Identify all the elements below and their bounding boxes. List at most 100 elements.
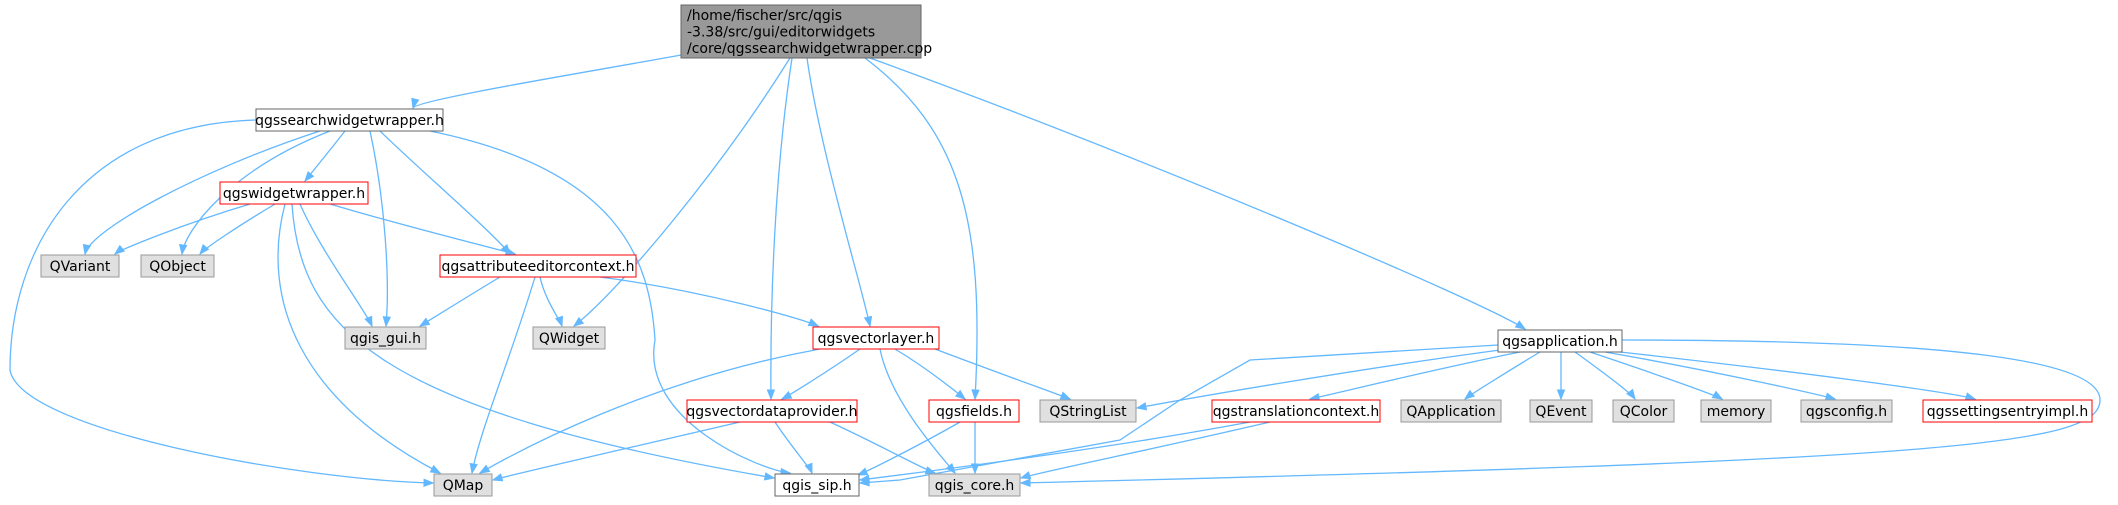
node-qmap[interactable]: QMap bbox=[433, 473, 493, 497]
arrowhead bbox=[766, 389, 776, 401]
node-label: qgssettingsentryimpl.h bbox=[1927, 404, 2089, 420]
arrowhead bbox=[780, 390, 793, 400]
node-qgis-core-h[interactable]: qgis_core.h bbox=[928, 473, 1021, 497]
node-label: qgis_gui.h bbox=[350, 331, 421, 347]
node-qgsconfig-h[interactable]: qgsconfig.h bbox=[1800, 399, 1893, 423]
edge-qgsattributeeditorcontext_h-to-qwidget bbox=[539, 276, 564, 328]
edge-qgssearchwidgetwrapper_h-to-qgswidgetwrapper_h bbox=[304, 130, 346, 183]
node-box bbox=[1039, 399, 1137, 423]
node-label: qgis_core.h bbox=[935, 478, 1015, 494]
arrowhead bbox=[1135, 402, 1148, 411]
edge-root-to-qgsapplication_h bbox=[869, 57, 1527, 330]
arrowhead bbox=[1019, 471, 1032, 480]
arrowhead bbox=[1059, 391, 1072, 400]
node-label: /core/qgssearchwidgetwrapper.cpp bbox=[687, 41, 932, 57]
node-label: qgsvectordataprovider.h bbox=[686, 404, 857, 420]
edge-qgsattributeeditorcontext_h-to-qgsvectorlayer_h bbox=[599, 276, 820, 327]
node-qwidget[interactable]: QWidget bbox=[532, 326, 606, 350]
node-box bbox=[1529, 399, 1593, 423]
arrowhead bbox=[469, 462, 478, 475]
node-box bbox=[433, 473, 493, 497]
node-box bbox=[774, 473, 860, 497]
node-label: QEvent bbox=[1535, 404, 1587, 420]
node-box bbox=[928, 473, 1021, 497]
arrowhead bbox=[178, 244, 188, 256]
edge-qgsapplication_h-to-qstringlist bbox=[1135, 349, 1501, 411]
arrowhead bbox=[1964, 392, 1977, 401]
edge-qgsapplication_h-to-qgstranslationcontext_h bbox=[1308, 351, 1521, 402]
arrowhead bbox=[807, 318, 820, 327]
node-root[interactable]: /home/fischer/src/qgis-3.38/src/gui/edit… bbox=[680, 4, 932, 59]
arrowhead bbox=[554, 315, 564, 328]
node-box bbox=[1612, 399, 1675, 423]
node-memory[interactable]: memory bbox=[1700, 399, 1772, 423]
node-label: qgsattributeeditorcontext.h bbox=[441, 259, 634, 275]
arrowhead bbox=[304, 170, 315, 183]
node-box bbox=[686, 399, 858, 423]
node-qcolor[interactable]: QColor bbox=[1612, 399, 1675, 423]
node-label: QColor bbox=[1620, 404, 1668, 420]
node-qgsattributeeditorcontext-h[interactable]: qgsattributeeditorcontext.h bbox=[439, 254, 637, 278]
node-box bbox=[255, 108, 444, 132]
node-qgsapplication-h[interactable]: qgsapplication.h bbox=[1497, 329, 1623, 353]
arrowhead bbox=[804, 462, 813, 475]
edge-root-to-qgsfields_h bbox=[864, 57, 980, 401]
node-qvariant[interactable]: QVariant bbox=[40, 254, 120, 278]
edge-qgsvectorlayer_h-to-qgsfields_h bbox=[894, 348, 967, 400]
node-box bbox=[680, 4, 922, 59]
node-qgsvectordataprovider-h[interactable]: qgsvectordataprovider.h bbox=[686, 399, 858, 423]
node-box bbox=[928, 399, 1020, 423]
arrowhead bbox=[863, 315, 873, 328]
node-qgstranslationcontext-h[interactable]: qgstranslationcontext.h bbox=[1211, 399, 1381, 423]
node-label: qgstranslationcontext.h bbox=[1213, 404, 1379, 420]
node-box bbox=[140, 254, 215, 278]
node-label: qgsconfig.h bbox=[1806, 404, 1887, 420]
node-qgis-sip-h[interactable]: qgis_sip.h bbox=[774, 473, 860, 497]
node-qgssearchwidgetwrapper-h[interactable]: qgssearchwidgetwrapper.h bbox=[255, 108, 444, 132]
edge-qgsvectordataprovider_h-to-qgis_core_h bbox=[829, 421, 937, 475]
node-label: QObject bbox=[149, 259, 206, 275]
node-qapplication[interactable]: QApplication bbox=[1400, 399, 1502, 423]
node-qobject[interactable]: QObject bbox=[140, 254, 215, 278]
edge-qgsfields_h-to-qgis_sip_h bbox=[856, 421, 961, 476]
edge-qgsapplication_h-to-qgssettingsentryimpl_h bbox=[1619, 351, 1977, 401]
arrowhead bbox=[1019, 478, 1031, 487]
arrowhead bbox=[1626, 388, 1636, 401]
node-qevent[interactable]: QEvent bbox=[1529, 399, 1593, 423]
edge-root-to-qgsvectorlayer_h bbox=[806, 57, 873, 328]
node-qgis-gui-h[interactable]: qgis_gui.h bbox=[344, 326, 427, 350]
edge-root-to-qgsvectordataprovider_h bbox=[766, 57, 793, 401]
node-box bbox=[219, 181, 369, 205]
arrowhead bbox=[856, 467, 869, 476]
node-label: qgssearchwidgetwrapper.h bbox=[255, 113, 444, 129]
edge-qgsapplication_h-to-qevent bbox=[1556, 351, 1566, 401]
edges-layer bbox=[9, 54, 2101, 488]
node-qgswidgetwrapper-h[interactable]: qgswidgetwrapper.h bbox=[219, 181, 369, 205]
edge-qgsvectorlayer_h-to-qgsvectordataprovider_h bbox=[780, 348, 861, 400]
edge-qgstranslationcontext_h-to-qgis_sip_h bbox=[858, 421, 1251, 484]
node-label: qgswidgetwrapper.h bbox=[223, 186, 365, 202]
node-label: memory bbox=[1707, 404, 1766, 420]
node-label: qgsfields.h bbox=[936, 404, 1012, 420]
node-box bbox=[1497, 329, 1623, 353]
node-box bbox=[1211, 399, 1381, 423]
node-qgsvectorlayer-h[interactable]: qgsvectorlayer.h bbox=[812, 326, 940, 350]
edge-qgswidgetwrapper_h-to-qmap bbox=[277, 203, 442, 474]
edge-root-to-qwidget bbox=[572, 57, 791, 327]
edge-qgsapplication_h-to-qapplication bbox=[1463, 351, 1541, 400]
node-label: QStringList bbox=[1049, 404, 1127, 420]
edge-qgsvectorlayer_h-to-qstringlist bbox=[934, 348, 1072, 400]
edge-qgssearchwidgetwrapper_h-to-qvariant bbox=[82, 130, 321, 256]
arrowhead bbox=[411, 97, 420, 110]
node-qgsfields-h[interactable]: qgsfields.h bbox=[928, 399, 1020, 423]
arrowhead bbox=[971, 389, 980, 401]
arrowhead bbox=[1514, 320, 1527, 330]
edge-qgsapplication_h-to-memory bbox=[1589, 351, 1724, 400]
arrowhead bbox=[418, 317, 431, 327]
edge-root-to-qgssearchwidgetwrapper_h bbox=[411, 54, 682, 110]
node-qgssettingsentryimpl-h[interactable]: qgssettingsentryimpl.h bbox=[1922, 399, 2093, 423]
edge-qgsvectorlayer_h-to-qmap bbox=[478, 348, 821, 474]
arrowhead bbox=[423, 478, 435, 488]
node-qstringlist[interactable]: QStringList bbox=[1039, 399, 1137, 423]
